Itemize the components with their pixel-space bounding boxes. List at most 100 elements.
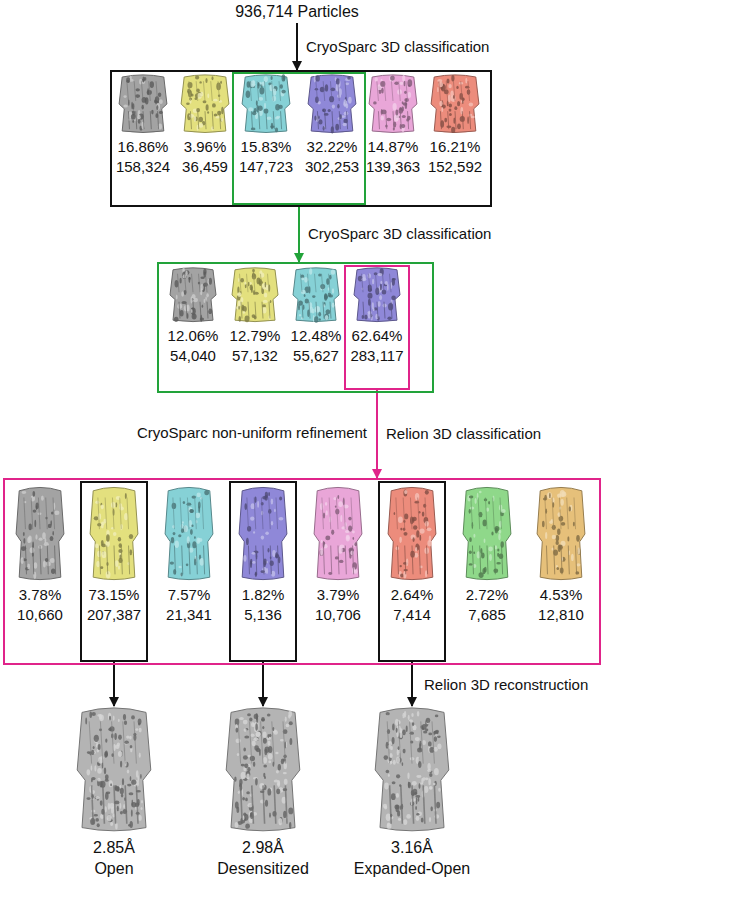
class-map: 7.57%21,341	[158, 486, 220, 628]
density-map	[179, 74, 231, 134]
density-map	[461, 486, 513, 582]
group-frame: 2.64%7,414	[378, 481, 446, 662]
group-frame: 1.82%5,136	[229, 481, 297, 662]
group-frame: 15.83%147,723 32.22%302,253	[232, 72, 366, 205]
class-map: 73.15%207,387	[83, 486, 145, 628]
class-map: 16.86%158,324	[113, 74, 174, 180]
class-map: 3.16ÅExpanded-Open	[347, 706, 477, 882]
class-map: 15.83%147,723	[236, 74, 297, 180]
class-detail: 21,341	[166, 605, 212, 625]
class-map: 2.98ÅDesensitized	[198, 706, 328, 882]
class-value: 2.64%	[391, 585, 434, 605]
class-detail: 139,363	[366, 157, 420, 177]
class-value: 3.96%	[184, 137, 227, 157]
flow-arrow	[376, 390, 378, 478]
density-map	[291, 267, 341, 323]
class-detail: 147,723	[239, 157, 293, 177]
class-value: 2.85Å	[93, 837, 135, 858]
density-map	[223, 706, 303, 834]
flow-arrow	[411, 662, 413, 706]
density-map	[386, 486, 438, 582]
class-map: 2.72%7,685	[456, 486, 518, 628]
class-value: 3.16Å	[391, 837, 433, 858]
class-value: 32.22%	[307, 137, 358, 157]
density-map	[367, 74, 419, 134]
class-map: 12.48%55,627	[286, 267, 346, 369]
flow-arrow	[296, 23, 298, 70]
class-map: 3.78%10,660	[9, 486, 71, 628]
class-map: 16.21%152,592	[425, 74, 486, 180]
class-value: 16.86%	[118, 137, 169, 157]
class-detail: 7,414	[393, 605, 431, 625]
density-map	[230, 267, 280, 323]
group-frame: 12.06%54,04012.79%57,13212.48%55,62762.6…	[157, 262, 434, 393]
step-label: Relion 3D reconstruction	[422, 675, 590, 695]
class-detail: 54,040	[170, 346, 216, 366]
class-value: 3.79%	[317, 585, 360, 605]
density-map	[372, 706, 452, 834]
class-map: 2.64%7,414	[381, 486, 443, 628]
class-value: 2.98Å	[242, 837, 284, 858]
class-detail: 57,132	[232, 346, 278, 366]
class-map: 2.85ÅOpen	[49, 706, 179, 882]
class-value: 4.53%	[540, 585, 583, 605]
density-map	[168, 267, 218, 323]
class-detail: 7,685	[468, 605, 506, 625]
class-value: 16.21%	[430, 137, 481, 157]
density-map	[163, 486, 215, 582]
class-map: 14.87%139,363	[363, 74, 424, 180]
class-map: 3.79%10,706	[307, 486, 369, 628]
group-frame: 73.15%207,387	[80, 481, 148, 662]
class-detail: 152,592	[428, 157, 482, 177]
class-detail: 12,810	[538, 605, 584, 625]
class-value: 14.87%	[368, 137, 419, 157]
class-value: 1.82%	[242, 585, 285, 605]
class-value: 15.83%	[241, 137, 292, 157]
class-detail: 207,387	[87, 605, 141, 625]
class-detail: 5,136	[244, 605, 282, 625]
class-map: 4.53%12,810	[530, 486, 592, 628]
density-map	[117, 74, 169, 134]
step-label: CryoSparc 3D classification	[304, 37, 491, 57]
density-map	[312, 486, 364, 582]
flow-arrow	[262, 662, 264, 706]
step-label: CryoSparc non-uniform refinement	[135, 423, 369, 443]
class-detail: Expanded-Open	[354, 858, 471, 879]
class-detail: 10,706	[315, 605, 361, 625]
class-map: 12.06%54,040	[163, 267, 223, 369]
class-value: 3.78%	[19, 585, 62, 605]
density-map	[74, 706, 154, 834]
density-map	[352, 267, 402, 323]
density-map	[535, 486, 587, 582]
class-map: 12.79%57,132	[225, 267, 285, 369]
step-label: Relion 3D classification	[384, 424, 543, 444]
class-detail: 36,459	[182, 157, 228, 177]
class-detail: 158,324	[116, 157, 170, 177]
class-map: 62.64%283,117	[347, 267, 407, 369]
class-value: 12.48%	[291, 326, 342, 346]
class-value: 12.06%	[168, 326, 219, 346]
flow-arrow	[298, 205, 300, 262]
node-text: 936,714 Particles	[235, 1, 359, 22]
class-detail: 283,117	[350, 346, 403, 366]
class-value: 7.57%	[168, 585, 211, 605]
class-map: 3.96%36,459	[175, 74, 235, 180]
class-value: 2.72%	[466, 585, 509, 605]
class-detail: 302,253	[305, 157, 359, 177]
density-map	[429, 74, 481, 134]
class-value: 62.64%	[352, 326, 403, 346]
density-map	[237, 486, 289, 582]
class-map: 1.82%5,136	[232, 486, 294, 628]
class-detail: 55,627	[293, 346, 339, 366]
class-detail: 10,660	[17, 605, 63, 625]
group-frame: 62.64%283,117	[344, 265, 410, 390]
step-label: CryoSparc 3D classification	[306, 224, 493, 244]
density-map	[14, 486, 66, 582]
class-detail: Open	[94, 858, 133, 879]
class-value: 73.15%	[89, 585, 140, 605]
input-label: 936,714 Particles	[212, 1, 382, 23]
density-map	[306, 74, 358, 134]
group-frame: 3.78%10,66073.15%207,3877.57%21,3411.82%…	[3, 478, 601, 665]
density-map	[88, 486, 140, 582]
